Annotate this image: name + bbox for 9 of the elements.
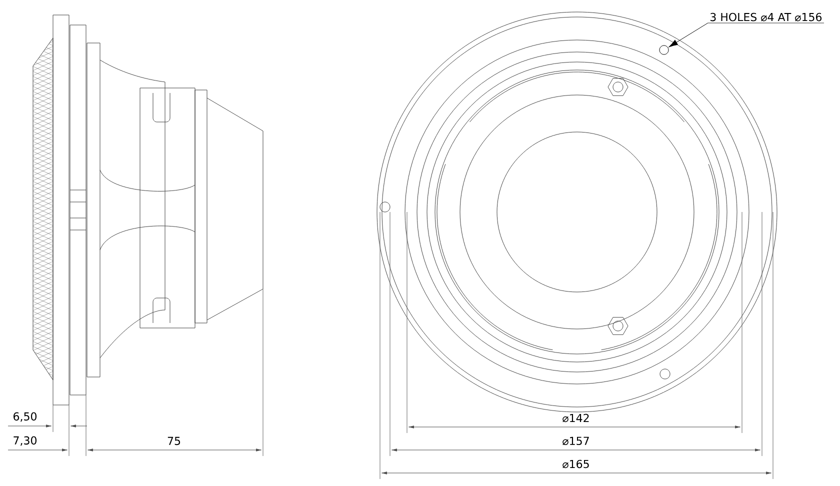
callout-text: 3 HOLES ⌀4 AT ⌀156 — [708, 12, 824, 24]
dimension-text: ⌀142 — [562, 414, 589, 422]
mounting-hole — [659, 45, 669, 55]
dimension-text: 7,30 — [14, 436, 36, 446]
dimension-text: ⌀165 — [562, 460, 589, 468]
dimension-text: ⌀157 — [562, 436, 589, 446]
dimension-text: 75 — [168, 436, 180, 446]
dimension-text: 6,50 — [14, 412, 36, 422]
leader-line — [668, 22, 708, 48]
